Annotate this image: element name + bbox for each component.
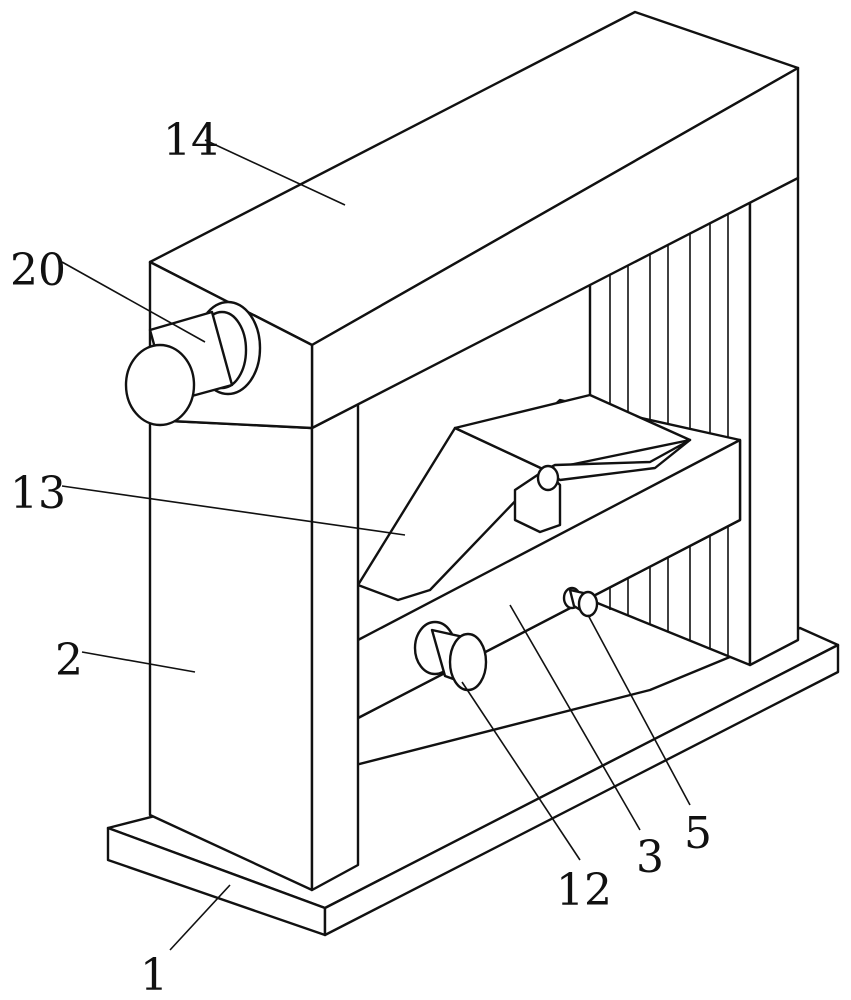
motor-20 [124,300,262,427]
label-2: 2 [55,635,83,686]
label-13: 13 [10,468,66,519]
leader-lines [61,139,691,951]
label-12: 12 [556,865,612,916]
tray [356,393,692,602]
left-column [148,402,360,892]
knob-5 [562,586,599,618]
label-3: 3 [636,832,664,883]
label-14: 14 [163,115,219,166]
label-5: 5 [684,808,712,859]
label-1: 1 [140,950,168,1000]
label-20: 20 [10,245,66,296]
